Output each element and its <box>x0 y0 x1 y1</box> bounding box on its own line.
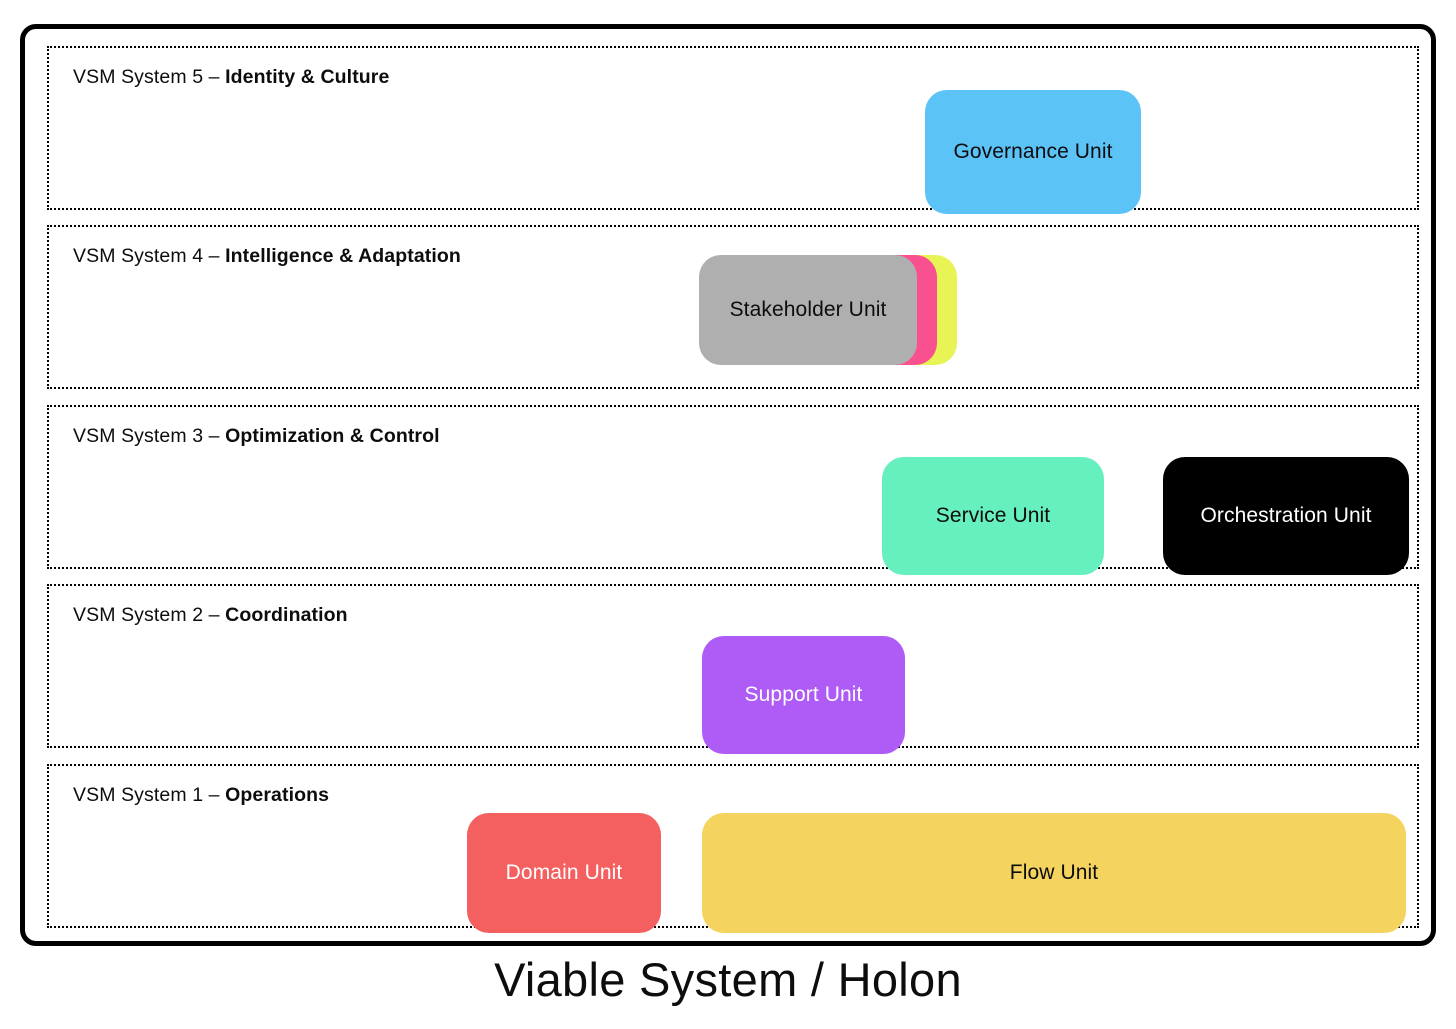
unit-domain-unit[interactable]: Domain Unit <box>467 813 661 933</box>
unit-label: Flow Unit <box>1009 861 1099 885</box>
row-label-prefix: VSM System 1 – <box>73 784 226 806</box>
unit-service-unit[interactable]: Service Unit <box>882 457 1104 575</box>
vsm-system-row-4: VSM System 4 – Intelligence & Adaptation… <box>47 225 1419 389</box>
unit-support-unit[interactable]: Support Unit <box>702 636 905 754</box>
unit-label: Orchestration Unit <box>1200 504 1372 528</box>
vsm-system-row-5: VSM System 5 – Identity & Culture Govern… <box>47 46 1419 214</box>
unit-label: Governance Unit <box>953 140 1113 164</box>
unit-label: Support Unit <box>744 683 863 707</box>
row-label-name: Operations <box>225 784 330 806</box>
row-label-prefix: VSM System 5 – <box>73 66 226 88</box>
row-label-vsm-1: VSM System 1 – Operations <box>73 784 329 807</box>
row-label-vsm-4: VSM System 4 – Intelligence & Adaptation <box>73 245 461 268</box>
row-label-prefix: VSM System 3 – <box>73 425 226 447</box>
row-label-prefix: VSM System 4 – <box>73 245 226 267</box>
vsm-system-row-3: VSM System 3 – Optimization & Control Se… <box>47 405 1419 575</box>
unit-stakeholder-unit[interactable]: Stakeholder Unit <box>699 255 917 365</box>
vsm-system-row-1: VSM System 1 – Operations Domain Unit Fl… <box>47 764 1419 933</box>
unit-label: Service Unit <box>935 504 1051 528</box>
row-label-name: Coordination <box>225 604 348 626</box>
row-label-vsm-2: VSM System 2 – Coordination <box>73 604 348 627</box>
row-label-name: Optimization & Control <box>225 425 440 447</box>
row-label-name: Identity & Culture <box>225 66 390 88</box>
unit-governance-unit[interactable]: Governance Unit <box>925 90 1141 214</box>
row-label-name: Intelligence & Adaptation <box>225 245 461 267</box>
row-label-vsm-3: VSM System 3 – Optimization & Control <box>73 425 440 448</box>
unit-label: Stakeholder Unit <box>729 298 887 322</box>
unit-flow-unit[interactable]: Flow Unit <box>702 813 1406 933</box>
row-label-vsm-5: VSM System 5 – Identity & Culture <box>73 66 389 89</box>
vsm-system-row-2: VSM System 2 – Coordination Support Unit <box>47 584 1419 754</box>
diagram-caption: Viable System / Holon <box>494 953 962 1006</box>
unit-orchestration-unit[interactable]: Orchestration Unit <box>1163 457 1409 575</box>
unit-stack-stakeholder: Stakeholder Unit <box>699 255 957 365</box>
holon-container: VSM System 5 – Identity & Culture Govern… <box>20 24 1436 946</box>
row-label-prefix: VSM System 2 – <box>73 604 226 626</box>
unit-label: Domain Unit <box>505 861 623 885</box>
